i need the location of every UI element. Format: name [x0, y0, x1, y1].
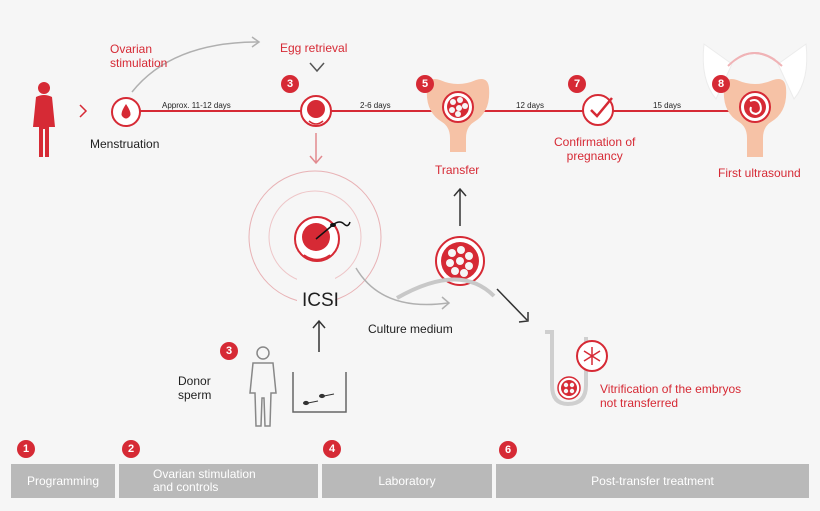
- confirmation-line-2: pregnancy: [566, 149, 623, 163]
- phase-post-transfer: Post-transfer treatment: [496, 464, 809, 498]
- phase-laboratory: Laboratory: [322, 464, 492, 498]
- culture-dish-arc: [396, 277, 496, 300]
- culture-up-arrowhead: [453, 187, 467, 197]
- confirmation-check-icon: [582, 94, 614, 126]
- vitrification-label: Vitrification of the embryos not transfe…: [600, 382, 741, 410]
- phase-ovarian-stimulation: Ovarian stimulation and controls: [119, 464, 318, 498]
- culture-embryo-icon: [435, 236, 485, 286]
- stimulation-arrow: [131, 41, 259, 93]
- sperm-tube-icon: [292, 372, 347, 413]
- stimulation-arrowhead: [251, 36, 261, 48]
- sperm-cells-icon: [303, 393, 335, 406]
- snowflake-icon: [576, 340, 608, 372]
- menstruation-label: Menstruation: [90, 137, 160, 151]
- culture-medium-label: Culture medium: [368, 322, 453, 336]
- vitrification-tube-icon: [545, 330, 588, 407]
- sperm-up-arrowhead: [312, 319, 326, 329]
- vitrification-arrowhead: [518, 312, 529, 323]
- interval-first: Approx. 11-12 days: [162, 101, 231, 110]
- donor-sperm-line-2: sperm: [178, 388, 212, 402]
- badge-donor: 3: [220, 342, 238, 360]
- ultrasound-scanner-icon: [702, 43, 808, 100]
- badge-egg-retrieval: 3: [281, 75, 299, 93]
- badge-transfer: 5: [416, 75, 434, 93]
- sperm-needle-icon: [315, 221, 351, 240]
- vitrification-line-1: Vitrification of the embryos: [600, 382, 742, 396]
- icsi-culture-curve: [355, 267, 449, 306]
- interval-fourth: 15 days: [653, 101, 682, 110]
- phase-badge-2: 2: [122, 440, 140, 458]
- ovarian-stimulation-label: Ovarian stimulation: [110, 42, 167, 70]
- badge-confirmation: 7: [568, 75, 586, 93]
- confirmation-label: Confirmation of pregnancy: [554, 135, 635, 163]
- ovarian-stimulation-line-1: Ovarian: [110, 42, 153, 56]
- transfer-uterus-icon: [426, 79, 490, 152]
- phase-badge-3: 4: [323, 440, 341, 458]
- menstruation-drop-icon: [111, 97, 141, 127]
- vitrification-arrow: [496, 288, 528, 321]
- phase-badge-4: 6: [499, 441, 517, 459]
- woman-icon: [33, 82, 55, 157]
- transfer-label: Transfer: [435, 163, 480, 177]
- vitrification-line-2: not transferred: [600, 396, 679, 410]
- icsi-culture-arrowhead: [441, 296, 451, 310]
- chevron-right-icon: [79, 104, 88, 118]
- egg-retrieval-label: Egg retrieval: [280, 41, 348, 55]
- ultrasound-uterus-icon: [723, 79, 787, 157]
- donor-man-icon: [249, 346, 277, 427]
- confirmation-line-1: Confirmation of: [554, 135, 636, 149]
- icsi-label: ICSI: [302, 290, 339, 311]
- interval-second: 2-6 days: [360, 101, 391, 110]
- egg-icon: [300, 95, 332, 127]
- first-ultrasound-label: First ultrasound: [718, 166, 801, 180]
- phase-badge-1: 1: [17, 440, 35, 458]
- egg-retrieval-chevron-icon: [309, 62, 325, 73]
- ovarian-stimulation-line-2: stimulation: [110, 56, 168, 70]
- phase-ovarian-stimulation-label: Ovarian stimulation and controls: [153, 467, 256, 494]
- interval-third: 12 days: [516, 101, 545, 110]
- donor-sperm-line-1: Donor: [178, 374, 211, 388]
- badge-ultrasound: 8: [712, 75, 730, 93]
- retrieval-down-arrowhead: [309, 155, 323, 165]
- phase-programming: Programming: [11, 464, 115, 498]
- donor-sperm-label: Donor sperm: [178, 374, 211, 402]
